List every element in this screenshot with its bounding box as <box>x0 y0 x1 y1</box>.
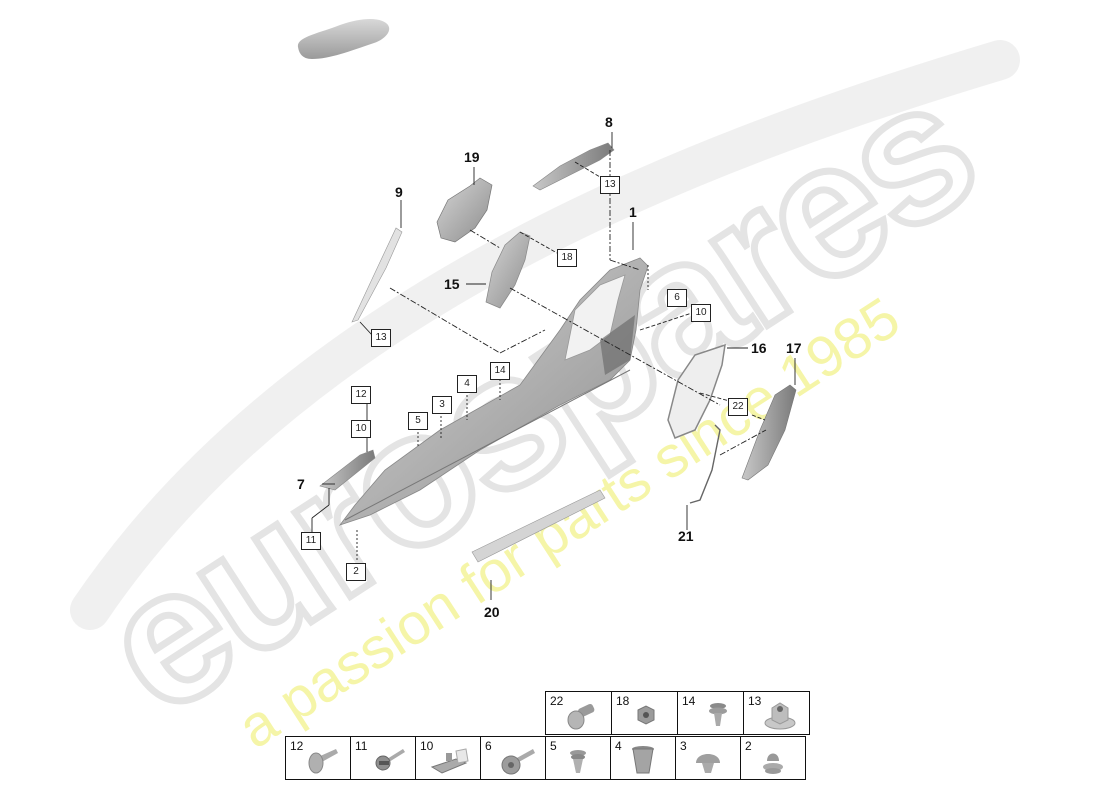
callout-2: 2 <box>346 563 366 581</box>
callout-21: 21 <box>678 528 694 544</box>
washer-screw-icon <box>501 749 535 775</box>
callout-18: 18 <box>557 249 577 267</box>
fastener-legend-bottom: 12 11 10 6 <box>285 736 806 780</box>
legend-cell-10: 10 <box>416 737 481 780</box>
legend-cell-12: 12 <box>286 737 351 780</box>
screw-icon <box>308 749 338 774</box>
part-20-sill-trim <box>471 489 606 563</box>
callout-20: 20 <box>484 604 500 620</box>
car-thumbnail-icon <box>297 19 390 59</box>
push-clip-icon <box>709 703 727 726</box>
legend-cell-5: 5 <box>546 737 611 780</box>
expansion-rivet-icon <box>375 749 405 771</box>
legend-number: 14 <box>682 694 696 708</box>
callout-8: 8 <box>605 114 613 130</box>
legend-number: 10 <box>420 739 434 753</box>
legend-number: 5 <box>550 739 557 753</box>
part-19-duct <box>436 177 493 243</box>
callout-10-upper: 10 <box>691 304 711 322</box>
callout-11: 11 <box>301 532 321 550</box>
callout-7: 7 <box>297 476 305 492</box>
callout-5: 5 <box>408 412 428 430</box>
legend-cell-13: 13 <box>744 692 810 735</box>
legend-cell-4: 4 <box>611 737 676 780</box>
callout-3: 3 <box>432 396 452 414</box>
legend-number: 12 <box>290 739 304 753</box>
part-21-seal <box>689 424 721 504</box>
legend-number: 22 <box>550 694 564 708</box>
legend-cell-14: 14 <box>678 692 744 735</box>
legend-cell-2: 2 <box>741 737 806 780</box>
grommet-icon <box>632 746 654 774</box>
legend-number: 13 <box>748 694 762 708</box>
legend-cell-11: 11 <box>351 737 416 780</box>
callout-12: 12 <box>351 386 371 404</box>
callout-9: 9 <box>395 184 403 200</box>
legend-number: 18 <box>616 694 630 708</box>
hex-nut-icon <box>637 705 655 725</box>
legend-cell-18: 18 <box>612 692 678 735</box>
callout-17: 17 <box>786 340 802 356</box>
legend-number: 6 <box>485 739 492 753</box>
callout-15: 15 <box>444 276 460 292</box>
cap-clip-icon <box>696 754 720 773</box>
fir-tree-clip-icon <box>763 753 783 774</box>
legend-cell-6: 6 <box>481 737 546 780</box>
legend-number: 4 <box>615 739 622 753</box>
callout-13-lower: 13 <box>371 329 391 347</box>
bolt-icon <box>567 703 595 730</box>
callout-22: 22 <box>728 398 748 416</box>
legend-cell-3: 3 <box>676 737 741 780</box>
part-9-trim-strip <box>351 227 403 323</box>
callout-13-upper: 13 <box>600 176 620 194</box>
callout-10-lower: 10 <box>351 420 371 438</box>
legend-cell-22: 22 <box>546 692 612 735</box>
callout-4: 4 <box>457 375 477 393</box>
part-8-upper-trim <box>532 142 615 191</box>
legend-number: 11 <box>355 739 368 753</box>
part-1-side-sill-panel <box>338 257 649 526</box>
part-15-inlet-frame <box>485 231 531 309</box>
part-17-cover <box>741 384 797 481</box>
leader-lines <box>311 132 796 600</box>
part-7-end-bracket <box>319 449 376 491</box>
callout-14: 14 <box>490 362 510 380</box>
flange-nut-icon <box>764 702 796 730</box>
legend-number: 2 <box>745 739 752 753</box>
legend-number: 3 <box>680 739 687 753</box>
callout-1: 1 <box>629 204 637 220</box>
callout-19: 19 <box>464 149 480 165</box>
fastener-legend-top: 22 18 14 13 <box>545 691 810 735</box>
callout-6: 6 <box>667 289 687 307</box>
spring-nut-icon <box>430 748 469 774</box>
callout-16: 16 <box>751 340 767 356</box>
tree-clip-icon <box>570 750 586 773</box>
